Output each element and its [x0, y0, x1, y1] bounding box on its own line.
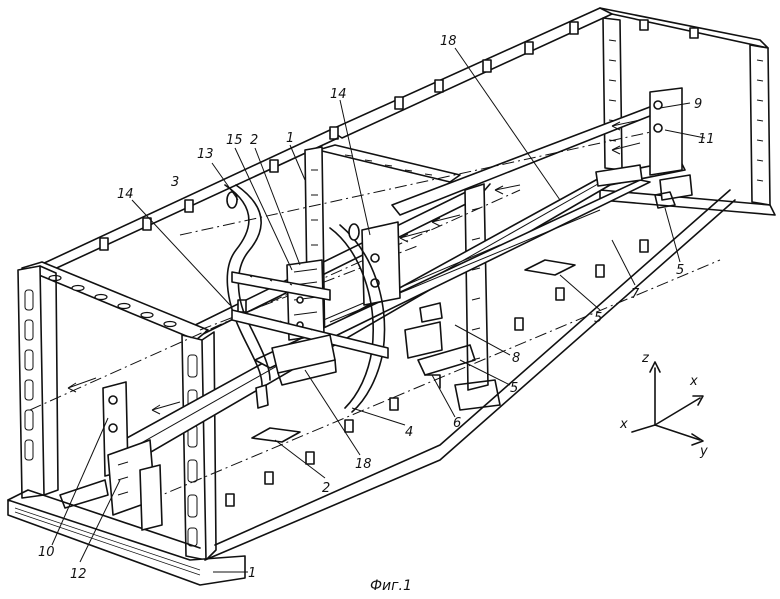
leader-lines [51, 47, 706, 573]
label-2-top: 2 [250, 133, 258, 148]
axis-label-x-bottom: x [619, 417, 628, 432]
label-11: 11 [698, 132, 715, 147]
front-left-station [59, 381, 163, 531]
front-right-post [181, 331, 217, 561]
label-1-bottom: 1 [248, 566, 256, 581]
rear-assembly [595, 87, 693, 209]
guide-beams [104, 104, 686, 471]
central-carriage [361, 221, 476, 389]
label-14-right: 14 [330, 87, 347, 102]
y-axis-line [654, 424, 701, 441]
label-18-top: 18 [440, 34, 457, 49]
label-3: 3 [171, 175, 179, 190]
label-12: 12 [70, 567, 87, 582]
y-axis-arrowhead [691, 433, 704, 446]
base-frame [7, 189, 736, 586]
z-axis-arrowhead [649, 361, 661, 373]
label-14-left: 14 [117, 187, 134, 202]
x-axis-arrowhead [692, 395, 704, 406]
top-rail-clamps [329, 19, 699, 140]
label-7: 7 [631, 287, 640, 302]
direction-arrows [67, 119, 641, 415]
x-negative-axis-line [631, 424, 656, 433]
label-2-bottom: 2 [322, 481, 330, 496]
label-1-top: 1 [286, 131, 294, 146]
label-9: 9 [694, 97, 702, 112]
label-10: 10 [38, 545, 55, 560]
label-5-middle: 5 [594, 311, 602, 326]
reference-numerals: 1 2 15 13 3 14 14 18 9 11 5 7 5 8 5 6 4 … [38, 34, 715, 582]
label-5-lower: 5 [510, 381, 518, 396]
label-4: 4 [405, 425, 413, 440]
axis-label-x-top: x [689, 374, 698, 389]
label-18-bottom: 18 [355, 457, 372, 472]
base-rail-clamps [225, 239, 649, 507]
label-6: 6 [453, 416, 461, 431]
front-rail-slots [48, 274, 177, 328]
label-15: 15 [226, 133, 243, 148]
far-frame [329, 7, 776, 216]
x-axis-line [654, 397, 701, 426]
figure-caption: Фиг.1 [370, 578, 412, 594]
clamp-assembly [231, 259, 389, 386]
label-8: 8 [512, 351, 520, 366]
axis-label-z: z [641, 351, 650, 366]
top-rails [21, 129, 491, 341]
label-13: 13 [197, 147, 214, 162]
label-5-right: 5 [676, 263, 684, 278]
axis-label-y: y [699, 444, 708, 459]
coordinate-axes: z x x y [619, 351, 708, 459]
front-left-post [17, 265, 59, 499]
